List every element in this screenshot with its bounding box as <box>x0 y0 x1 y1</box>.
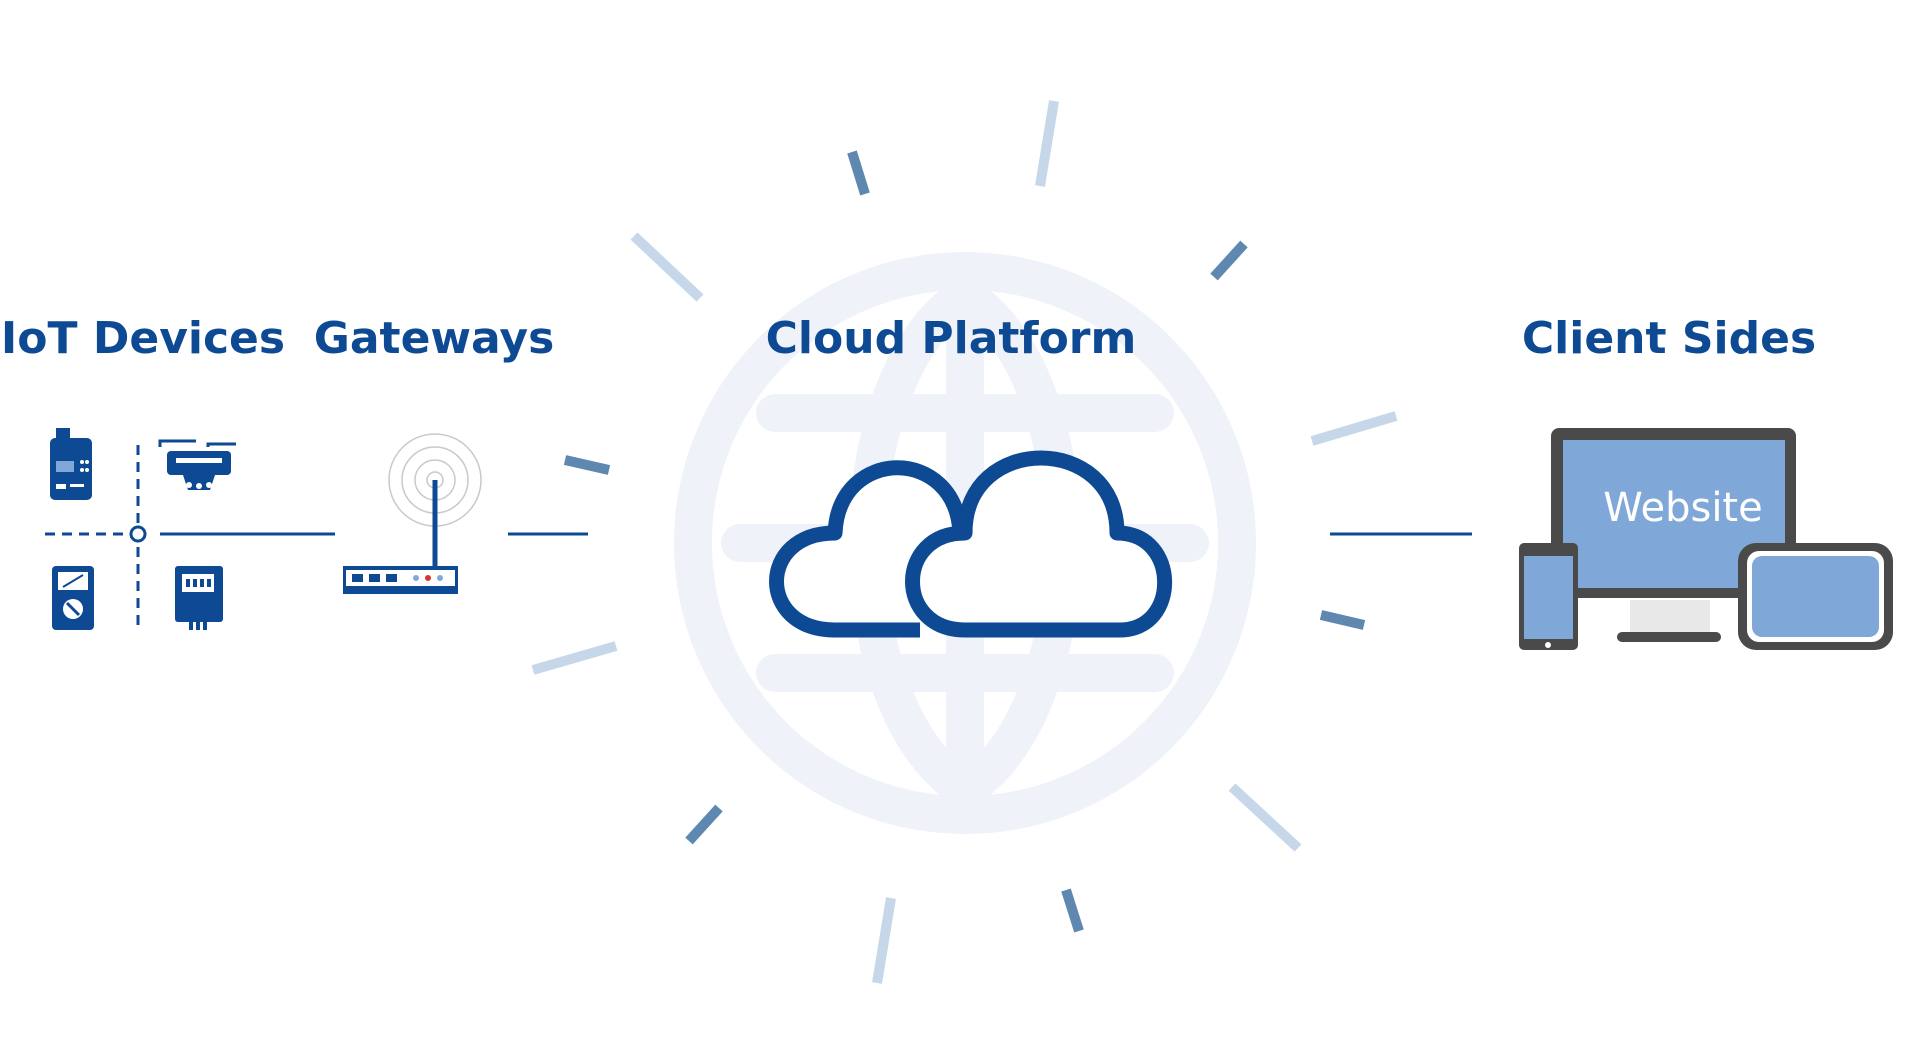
website-screen-label: Website <box>1603 485 1763 531</box>
ray <box>531 641 618 675</box>
label-iot-devices: IoT Devices <box>0 313 286 364</box>
ray <box>872 897 896 984</box>
radiating-rays <box>531 100 1398 984</box>
ray <box>1061 888 1084 933</box>
smoke-detector-icon <box>158 439 236 490</box>
router-icon <box>343 433 482 594</box>
ray <box>1319 610 1366 630</box>
ray <box>1310 411 1398 446</box>
desktop-monitor-icon <box>1551 428 1796 642</box>
ray <box>685 804 723 845</box>
walkie-talkie-icon <box>50 428 92 500</box>
ray <box>1035 100 1059 187</box>
ray <box>1210 240 1248 281</box>
ray <box>630 232 704 302</box>
cloud-icon <box>769 450 1172 638</box>
iot-junction-node <box>129 525 147 543</box>
tablet-icon <box>1738 543 1893 650</box>
ray <box>847 150 870 196</box>
ray <box>563 455 611 475</box>
ray <box>1228 783 1302 852</box>
label-gateways: Gateways <box>313 313 555 364</box>
smartphone-icon <box>1519 543 1578 650</box>
electric-meter-icon <box>175 566 223 630</box>
label-cloud-platform: Cloud Platform <box>765 313 1137 364</box>
multimeter-icon <box>52 566 94 630</box>
label-client-sides: Client Sides <box>1521 313 1817 364</box>
